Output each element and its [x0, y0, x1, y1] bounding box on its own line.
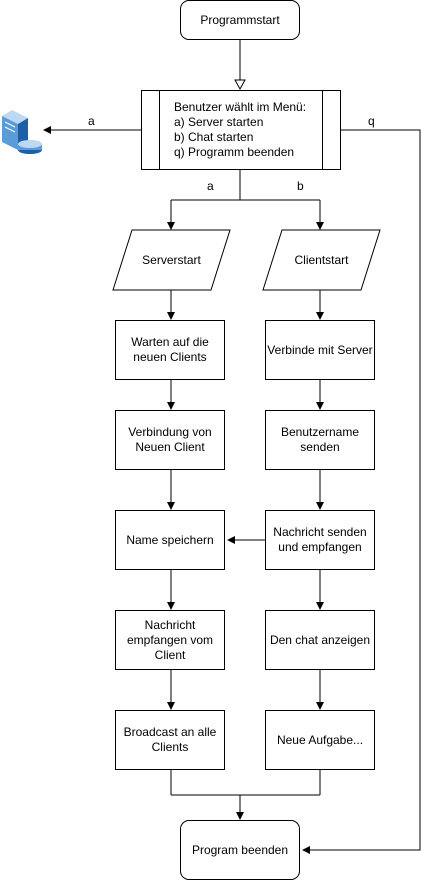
connect-server-node: Verbinde mit Server: [265, 320, 375, 380]
edge-label-a-down: a: [206, 179, 215, 193]
connect-server-label: Verbinde mit Server: [267, 342, 373, 357]
send-username-label: Benutzername senden: [280, 425, 360, 454]
edge-q: [302, 129, 421, 854]
serverstart-node: Serverstart: [113, 230, 230, 290]
end-label: Program beenden: [191, 842, 289, 857]
start-node: Programmstart: [180, 0, 300, 40]
edge-label-q: q: [367, 114, 376, 128]
clientstart-shape: [262, 229, 381, 291]
receive-message-label: Nachricht empfangen vom Client: [126, 617, 214, 662]
clientstart-node: Clientstart: [263, 230, 380, 290]
start-label: Programmstart: [200, 12, 280, 27]
edge-label-b-down: b: [296, 179, 305, 193]
save-name-label: Name speichern: [126, 532, 214, 547]
menu-label: Benutzer wählt im Menü: a) Server starte…: [174, 100, 307, 159]
wait-clients-node: Warten auf die neuen Clients: [115, 320, 225, 380]
show-chat-label: Den chat anzeigen: [269, 632, 371, 647]
send-username-node: Benutzername senden: [265, 410, 375, 470]
new-task-label: Neue Aufgabe...: [276, 732, 364, 747]
broadcast-label: Broadcast an alle Clients: [123, 725, 217, 754]
connect-new-client-node: Verbindung von Neuen Client: [115, 410, 225, 470]
server-icon: [2, 110, 42, 154]
broadcast-node: Broadcast an alle Clients: [115, 710, 225, 770]
send-receive-label: Nachricht senden und empfangen: [273, 525, 367, 554]
save-name-node: Name speichern: [115, 510, 225, 570]
serverstart-shape: [112, 229, 231, 291]
menu-node: Benutzer wählt im Menü: a) Server starte…: [141, 90, 341, 170]
serverstart-label: Serverstart: [142, 252, 201, 267]
wait-clients-label: Warten auf die neuen Clients: [131, 335, 209, 364]
connect-new-client-label: Verbindung von Neuen Client: [128, 425, 212, 454]
end-node: Program beenden: [180, 820, 300, 880]
edge-label-a-left: a: [87, 114, 96, 128]
show-chat-node: Den chat anzeigen: [265, 610, 375, 670]
send-receive-node: Nachricht senden und empfangen: [265, 510, 375, 570]
receive-message-node: Nachricht empfangen vom Client: [115, 610, 225, 670]
clientstart-label: Clientstart: [294, 252, 349, 267]
new-task-node: Neue Aufgabe...: [265, 710, 375, 770]
